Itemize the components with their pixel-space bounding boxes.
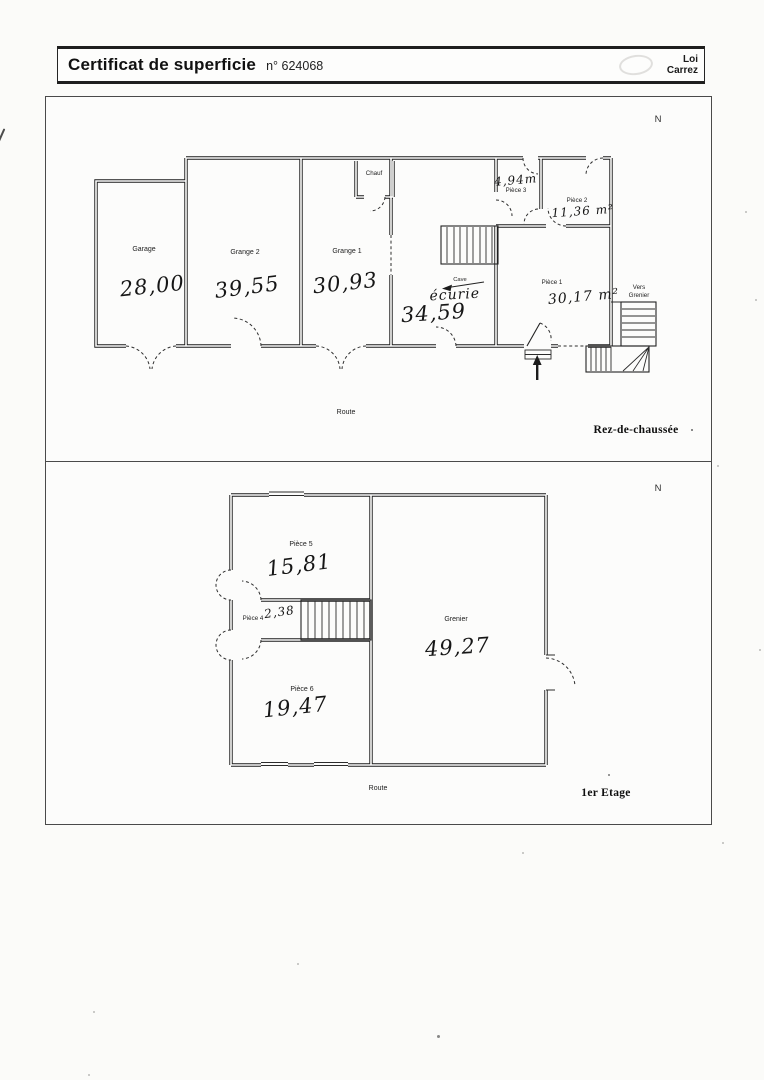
- cave-strike-arrow: [442, 281, 485, 292]
- interior-staircase: [440, 225, 499, 265]
- scan-speck: [437, 1035, 440, 1038]
- piece1-area: 30,17 m²: [547, 286, 620, 308]
- law-carrez-label: Loi Carrez: [666, 53, 698, 77]
- certificate-number: n° 624068: [266, 59, 324, 73]
- piece2-label: Pièce 2: [567, 197, 588, 204]
- grenier-area: 49,27: [423, 633, 491, 662]
- ecurie-area: 34,59: [400, 299, 467, 327]
- chauf-label: Chauf: [366, 170, 383, 177]
- scan-speck: [722, 842, 724, 844]
- garage-label: Garage: [132, 246, 155, 253]
- scan-speck: [297, 963, 299, 965]
- scan-dot: [608, 774, 610, 776]
- scan-dot: [691, 429, 693, 431]
- road-label-first: Route: [369, 785, 388, 792]
- cave-printed-label: Cave: [453, 277, 467, 283]
- piece3-label: Pièce 3: [506, 187, 527, 194]
- piece6-label: Pièce 6: [290, 686, 313, 693]
- ground-floor-name: Rez-de-chaussée: [594, 424, 679, 436]
- ground-floor-panel: N: [45, 96, 712, 462]
- door-arcs-first: [215, 569, 576, 687]
- door-arcs-ground: [125, 157, 604, 370]
- scan-speck: [88, 1074, 90, 1076]
- piece6-area: 19,47: [262, 692, 329, 723]
- garage-area: 28,00: [118, 271, 186, 302]
- window-lines: [261, 491, 555, 766]
- vers-grenier-label-line1: Vers: [633, 284, 645, 291]
- first-floor-plan: N Pièce 5 Pièce 4 Pièce 6 Grenier 15,81 …: [215, 483, 662, 799]
- scan-speck: [93, 1011, 95, 1013]
- compass-north-first: N: [655, 483, 662, 494]
- scan-speck: [759, 649, 761, 651]
- scan-speck: [717, 465, 719, 467]
- scan-speck: [522, 852, 524, 854]
- piece4-label: Pièce 4: [243, 615, 264, 622]
- ecurie-handwritten-label: écurie: [429, 286, 480, 305]
- staircase-first-floor: [300, 599, 372, 641]
- grange2-area: 39,55: [213, 271, 281, 303]
- grange1-area: 30,93: [312, 268, 379, 299]
- first-floor-name: 1er Etage: [581, 787, 630, 799]
- grange1-label: Grange 1: [332, 248, 361, 255]
- grenier-label: Grenier: [444, 616, 468, 623]
- piece3-area: 4,94m: [493, 171, 538, 189]
- piece5-label: Pièce 5: [289, 541, 312, 548]
- first-floor-walls: [229, 493, 548, 767]
- certificate-header: Certificat de superficie n° 624068 Loi C…: [57, 46, 705, 84]
- law-carrez-block: Loi Carrez: [617, 52, 698, 78]
- attic-staircase: [585, 301, 657, 373]
- compass-north-ground: N: [655, 114, 662, 125]
- piece1-label: Pièce 1: [542, 279, 563, 286]
- ground-floor-plan: N: [94, 114, 693, 436]
- piece4-area: 2,38: [262, 603, 295, 621]
- road-label-ground: Route: [337, 409, 356, 416]
- first-floor-panel: N Pièce 5 Pièce 4 Pièce 6 Grenier 15,81 …: [45, 461, 712, 825]
- piece2-area: 11,36 m²: [551, 202, 614, 220]
- entrance-arrow: [532, 355, 542, 380]
- piece5-area: 15,81: [265, 549, 333, 581]
- scan-speck: [745, 211, 747, 213]
- scan-speck: [755, 299, 757, 301]
- entrance-door: [524, 322, 552, 380]
- certificate-title: Certificat de superficie: [68, 55, 257, 74]
- vers-grenier-label-line2: Grenier: [629, 292, 650, 299]
- stamp-watermark: [617, 52, 655, 78]
- pen-mark: [0, 128, 6, 145]
- grange2-label: Grange 2: [230, 249, 259, 256]
